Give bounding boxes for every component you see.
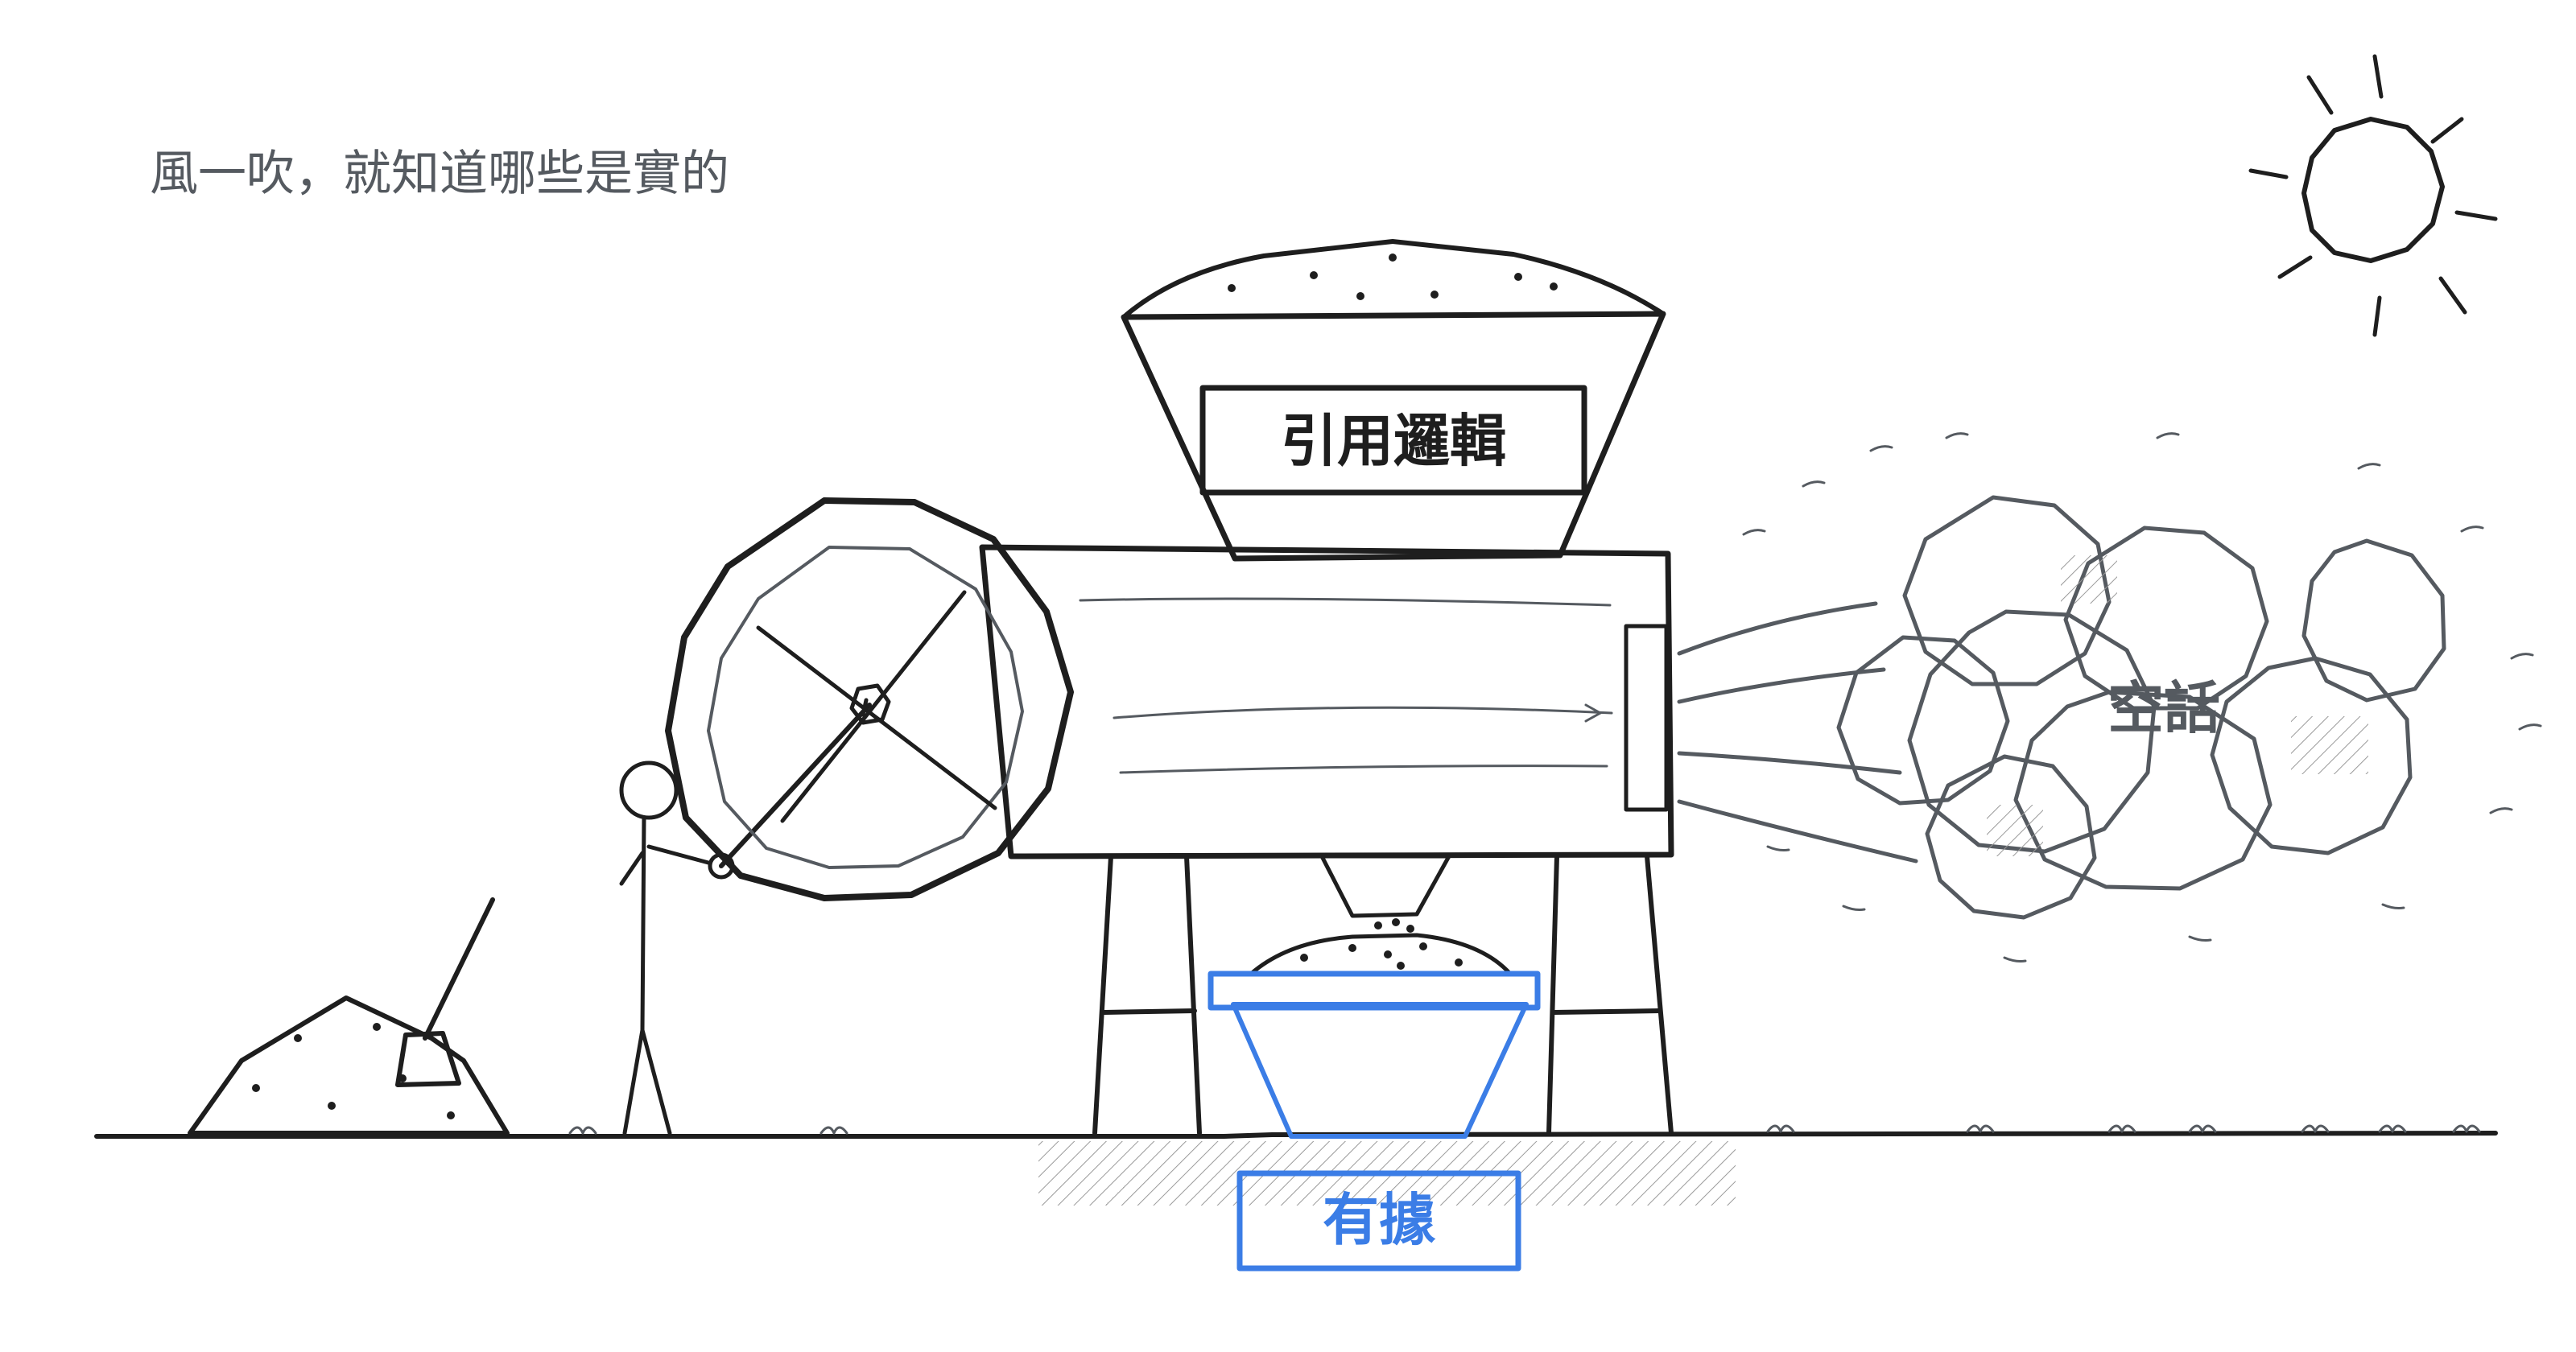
stick-figure xyxy=(619,760,735,1136)
sun-icon xyxy=(2248,54,2498,337)
hopper-label: 引用邏輯 xyxy=(1281,408,1506,474)
basket-label: 有據 xyxy=(1323,1187,1436,1253)
hopper xyxy=(1121,239,1666,562)
cloud-label: 空話 xyxy=(2107,675,2220,741)
caption: 風一吹，就知道哪些是實的 xyxy=(150,146,729,202)
hopper-label-box xyxy=(1199,385,1587,496)
shovel xyxy=(395,897,495,1087)
empty-talk-cloud xyxy=(1836,495,2446,920)
lower-chute xyxy=(1319,854,1451,933)
grain-pile xyxy=(188,995,510,1136)
basket-label-box xyxy=(1236,1170,1521,1272)
machine-body xyxy=(979,544,1674,859)
grain-basket xyxy=(1208,933,1541,1139)
ground-line xyxy=(94,1131,2498,1139)
grass-tufts xyxy=(568,1124,2481,1135)
wind-streams xyxy=(1677,601,1918,864)
crank-handle xyxy=(719,703,872,868)
fan-wheel xyxy=(665,497,1074,901)
machine-legs xyxy=(1092,854,1674,1136)
outlet-grille xyxy=(1624,624,1669,812)
wind-dashes xyxy=(1742,432,2542,962)
